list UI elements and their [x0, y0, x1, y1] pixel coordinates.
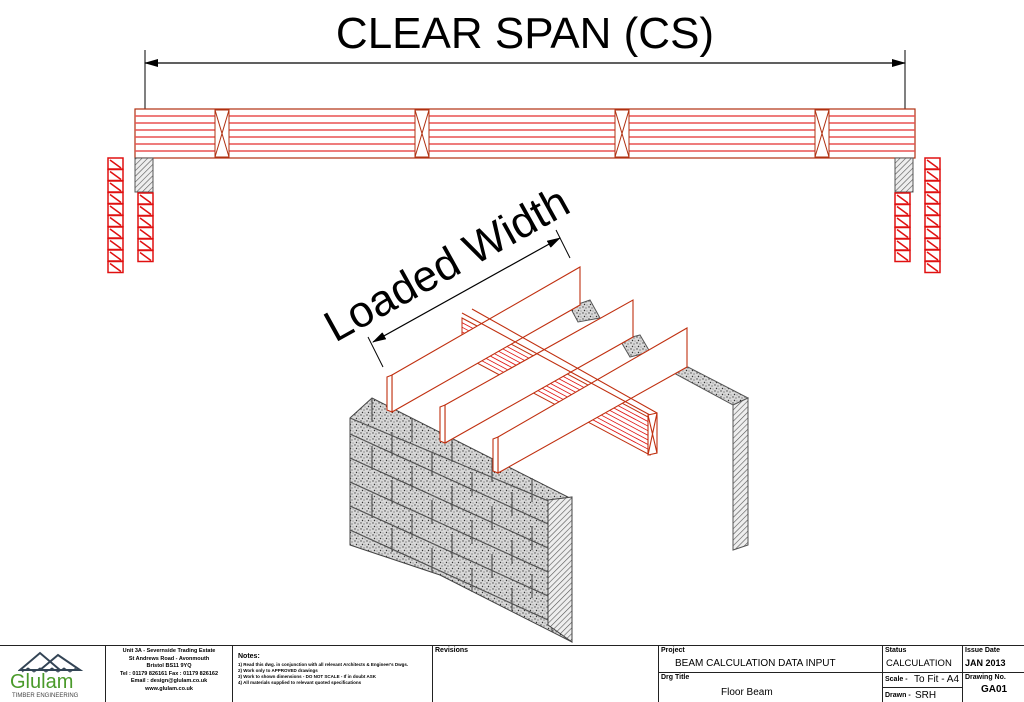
logo-tagline: TIMBER ENGINEERING: [12, 693, 79, 699]
brick-course-line: [349, 529, 571, 631]
brick: [924, 237, 941, 251]
bearing-pad-right: [894, 157, 914, 193]
phone-line: Tel : 01179 826161 Fax : 01179 826162: [119, 670, 219, 677]
brick: [894, 249, 911, 263]
beam-outline: [134, 108, 916, 159]
brick: [894, 238, 911, 251]
bearing-pad-left: [134, 157, 154, 193]
notes-heading: Notes:: [238, 653, 260, 660]
loaded-width-dimension: [367, 229, 571, 368]
brick: [924, 191, 941, 205]
logo-roof-icon: [18, 651, 84, 673]
note-item: 1) Read this dwg. in conjunction with al…: [238, 662, 409, 667]
masonry-wall-front: [349, 397, 573, 643]
brick: [137, 226, 154, 240]
lamination-line: [461, 340, 651, 442]
issue-date-cell: Issue Date JAN 2013: [962, 646, 1024, 673]
finger-joint: [214, 109, 230, 158]
clear-span-label: CLEAR SPAN (CS): [336, 9, 714, 58]
brick-course-line: [349, 481, 571, 583]
finger-joint: [414, 109, 430, 158]
email-line: Email : design@glulam.co.uk: [130, 678, 208, 684]
brick: [107, 214, 124, 228]
brick: [924, 203, 941, 216]
brick: [107, 226, 124, 239]
drg-title-value: Floor Beam: [721, 687, 773, 698]
drawing-no-label: Drawing No.: [965, 674, 1006, 681]
address-line: Unit 3A - Severnside Trading Estate: [122, 648, 216, 654]
drawing-no-value: GA01: [981, 684, 1008, 695]
brick: [137, 192, 154, 205]
issue-date-value: JAN 2013: [965, 658, 1006, 668]
scale-label: Scale -: [885, 676, 908, 683]
brick: [894, 203, 911, 217]
brick-course-line: [349, 457, 571, 559]
drawing-title-cell: Drg Title Floor Beam: [658, 673, 882, 702]
status-label: Status: [885, 647, 907, 654]
lamination-line: [461, 349, 651, 451]
brick: [107, 180, 124, 193]
revisions: Revisions: [432, 646, 658, 702]
scale-value: To Fit - A4: [914, 674, 960, 685]
project-value: BEAM CALCULATION DATA INPUT: [675, 658, 836, 669]
brick: [924, 226, 941, 239]
brick: [894, 215, 911, 228]
brick: [107, 249, 124, 262]
brick: [137, 249, 154, 263]
brick: [924, 214, 941, 228]
glulam-beam-elevation: [134, 108, 916, 159]
brick: [107, 203, 124, 216]
brick: [107, 157, 124, 170]
status-value: CALCULATION: [886, 658, 952, 669]
drg-title-label: Drg Title: [661, 674, 690, 681]
brick: [107, 168, 124, 182]
finger-joint: [614, 109, 630, 158]
brick-course-line: [349, 417, 571, 511]
note-item: 3) Work to shown dimensions - DO NOT SCA…: [238, 674, 376, 679]
brick: [924, 180, 941, 193]
note-item: 4) All materials supplied to relevant qu…: [238, 680, 362, 685]
beam-supports: [107, 157, 941, 274]
brick: [137, 203, 154, 217]
status-cell: Status CALCULATION: [882, 646, 962, 673]
note-item: 2) Work only to APPROVED drawings: [238, 668, 318, 673]
company-address: Unit 3A - Severnside Trading Estate St A…: [105, 646, 232, 702]
brick: [107, 191, 124, 205]
brick: [924, 260, 941, 274]
brick: [107, 260, 124, 274]
brick: [924, 249, 941, 262]
logo-name: Glulam: [10, 671, 74, 693]
address-line: Bristol BS11 9YQ: [146, 663, 192, 669]
drawn-value: SRH: [915, 690, 937, 701]
drawn-cell: Drawn - SRH: [882, 688, 962, 702]
brick: [924, 168, 941, 182]
brick-course-line: [349, 505, 571, 607]
brick-course-line: [349, 433, 571, 535]
revisions-label: Revisions: [435, 647, 469, 654]
issue-date-label: Issue Date: [965, 647, 1001, 654]
brick: [924, 157, 941, 170]
company-logo: Glulam TIMBER ENGINEERING: [0, 646, 105, 702]
drawing-no-cell: Drawing No. GA01: [962, 673, 1024, 702]
finger-joint: [814, 109, 830, 158]
brick: [894, 192, 911, 205]
scale-cell: Scale - To Fit - A4: [882, 673, 962, 688]
brick: [137, 238, 154, 251]
lamination-line: [461, 345, 651, 446]
project-cell: Project BEAM CALCULATION DATA INPUT: [658, 646, 882, 673]
title-block: Glulam TIMBER ENGINEERING Unit 3A - Seve…: [0, 645, 1024, 702]
drawing-canvas: CLEAR SPAN (CS) Load: [107, 9, 941, 643]
drawn-label: Drawn -: [885, 692, 911, 699]
address-line: St Andrews Road - Avonmouth: [128, 655, 210, 662]
brick: [107, 237, 124, 251]
brick: [137, 215, 154, 228]
website-line: www.glulam.co.uk: [145, 685, 193, 692]
notes: Notes: 1) Read this dwg. in conjunction …: [232, 646, 432, 702]
brick: [894, 226, 911, 240]
project-label: Project: [661, 647, 685, 654]
